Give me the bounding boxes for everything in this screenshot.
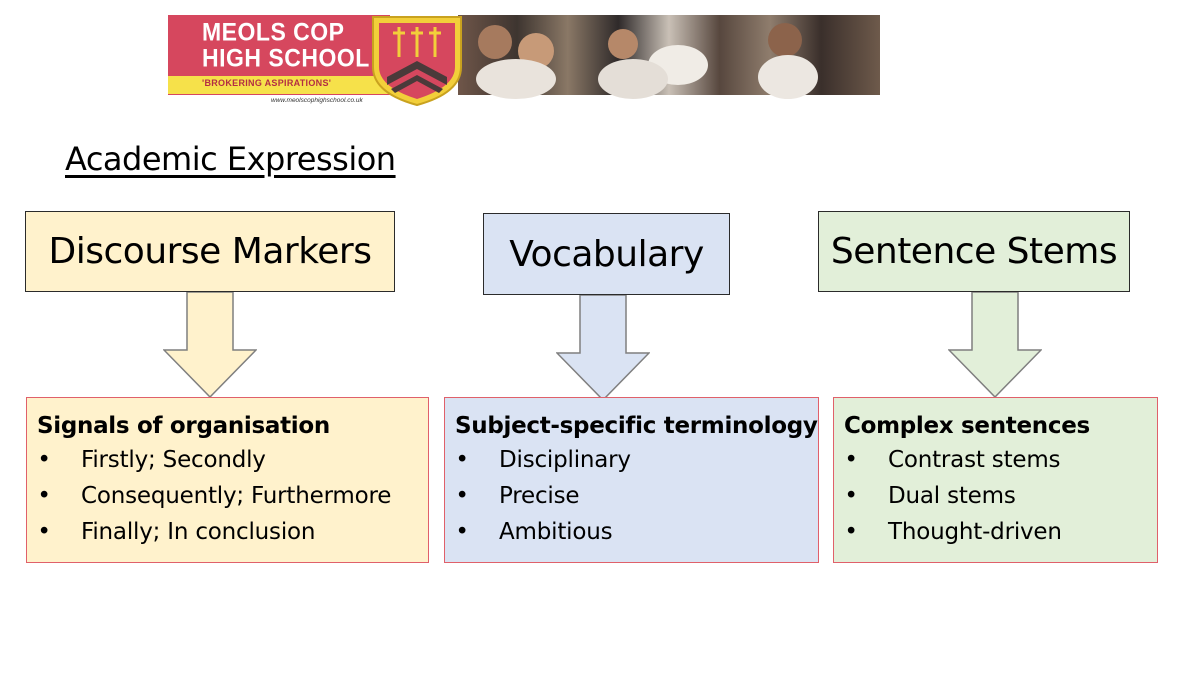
school-website: www.meolscophighschool.co.uk (271, 97, 363, 104)
school-crest-icon (372, 16, 462, 107)
down-arrow-icon (163, 292, 257, 398)
list-item-text: Ambitious (499, 519, 613, 545)
list-item: • Ambitious (455, 514, 808, 550)
list-item: • Dual stems (844, 478, 1147, 514)
list-item-text: Contrast stems (888, 447, 1061, 473)
down-arrow-icon (556, 295, 650, 401)
list-item: • Finally; In conclusion (37, 514, 418, 550)
bullet-icon: • (37, 519, 51, 545)
detail-heading: Signals of organisation (37, 413, 330, 439)
list-item-text: Dual stems (888, 483, 1016, 509)
detail-list: • Contrast stems • Dual stems • Thought-dri… (844, 442, 1147, 550)
bullet-icon: • (455, 447, 469, 473)
vocabulary-detail-box: Subject-specific terminology • Disciplina… (444, 397, 819, 563)
list-item: • Thought-driven (844, 514, 1147, 550)
bullet-icon: • (37, 447, 51, 473)
vocabulary-box: Vocabulary (483, 213, 730, 295)
banner-photo (458, 15, 880, 99)
school-banner: MEOLS COP HIGH SCHOOL 'BROKERING ASPIRAT… (168, 15, 880, 107)
detail-heading: Complex sentences (844, 413, 1090, 439)
list-item-text: Disciplinary (499, 447, 631, 473)
bullet-icon: • (455, 483, 469, 509)
list-item: • Precise (455, 478, 808, 514)
list-item: • Consequently; Furthermore (37, 478, 418, 514)
vocabulary-heading: Vocabulary (509, 233, 704, 275)
bullet-icon: • (844, 519, 858, 545)
page-title: Academic Expression (65, 140, 396, 178)
detail-heading: Subject-specific terminology (455, 413, 818, 439)
list-item-text: Firstly; Secondly (81, 447, 266, 473)
school-name: MEOLS COP HIGH SCHOOL (202, 17, 370, 72)
detail-list: • Disciplinary • Precise • Ambitious (455, 442, 808, 550)
discourse-markers-detail-box: Signals of organisation • Firstly; Second… (26, 397, 429, 563)
discourse-markers-heading: Discourse Markers (48, 231, 372, 272)
school-tagline: 'BROKERING ASPIRATIONS' (202, 78, 332, 88)
list-item: • Disciplinary (455, 442, 808, 478)
down-arrow-icon (948, 292, 1042, 398)
list-item-text: Thought-driven (888, 519, 1062, 545)
bullet-icon: • (455, 519, 469, 545)
list-item-text: Finally; In conclusion (81, 519, 316, 545)
bullet-icon: • (37, 483, 51, 509)
list-item-text: Consequently; Furthermore (81, 483, 392, 509)
bullet-icon: • (844, 447, 858, 473)
detail-list: • Firstly; Secondly • Consequently; Furthe… (37, 442, 418, 550)
list-item-text: Precise (499, 483, 580, 509)
discourse-markers-box: Discourse Markers (25, 211, 395, 292)
banner-yellow-strip (168, 76, 390, 94)
sentence-stems-heading: Sentence Stems (830, 231, 1118, 272)
list-item: • Firstly; Secondly (37, 442, 418, 478)
sentence-stems-box: Sentence Stems (818, 211, 1130, 292)
bullet-icon: • (844, 483, 858, 509)
list-item: • Contrast stems (844, 442, 1147, 478)
sentence-stems-detail-box: Complex sentences • Contrast stems • Dual … (833, 397, 1158, 563)
